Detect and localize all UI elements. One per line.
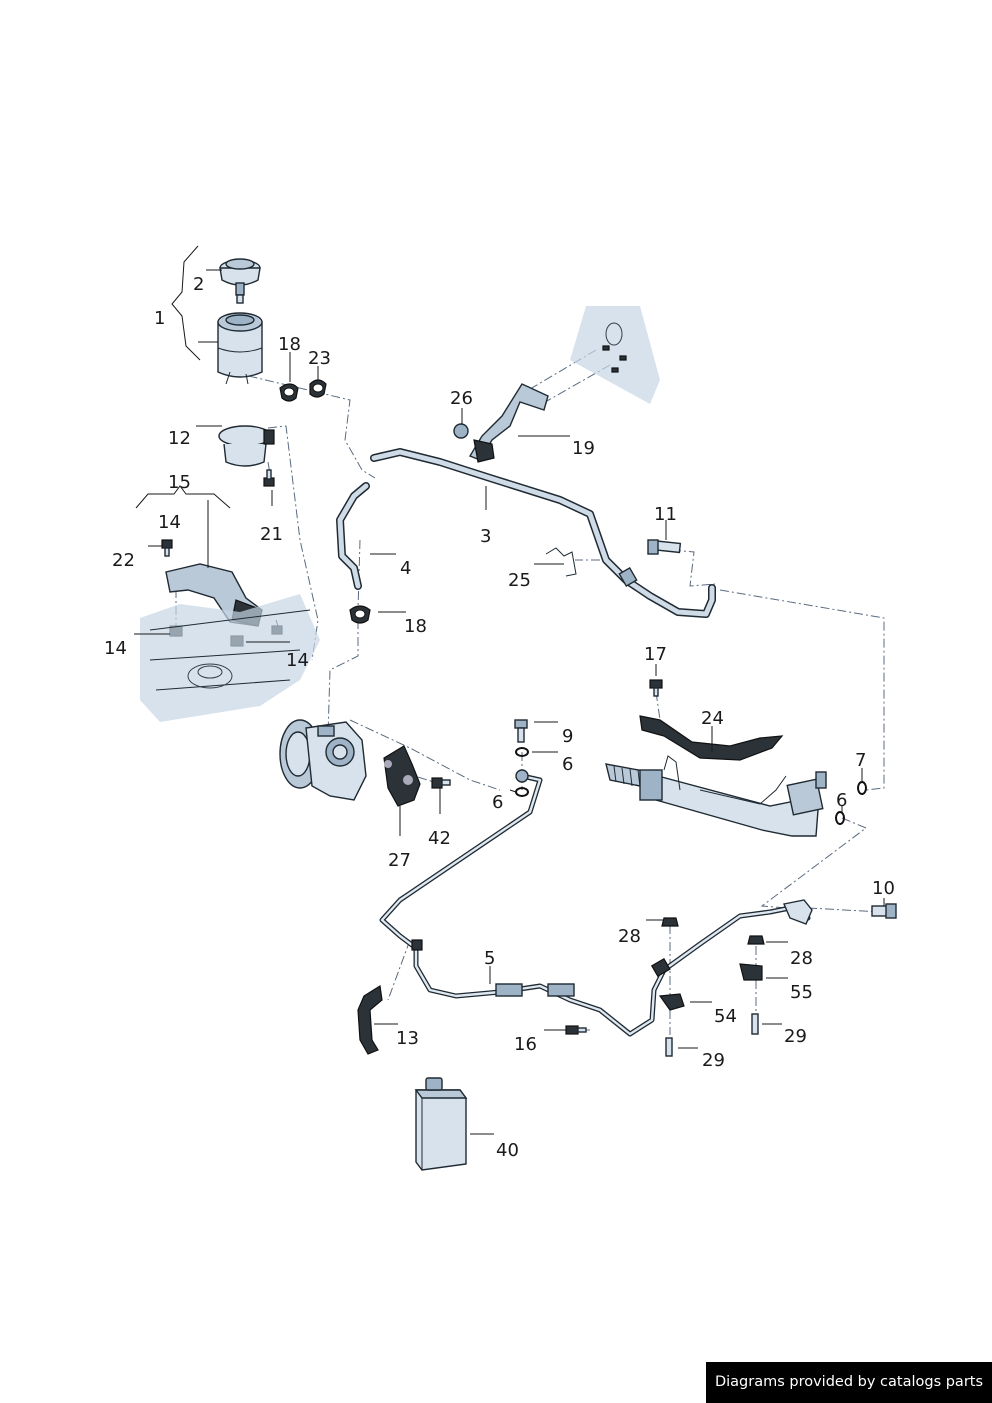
heat-shield-27-part: [383, 745, 421, 807]
credit-text: Diagrams provided by catalogs parts: [714, 1374, 984, 1390]
callout-13: 13: [396, 1028, 419, 1049]
bolt-21-part: [263, 469, 275, 487]
callout-6: 6: [562, 754, 573, 775]
bracket-54-part: [658, 993, 685, 1011]
bolt-17-part: [649, 679, 663, 697]
callout-3: 3: [480, 526, 491, 547]
callout-18: 18: [404, 616, 427, 637]
callout-11: 11: [654, 504, 677, 525]
fluid-container-40-part: [414, 1077, 468, 1171]
reservoir-bracket-part: [218, 425, 275, 467]
hose-clamp-parts: [279, 379, 327, 402]
callout-40: 40: [496, 1140, 519, 1161]
callout-27: 27: [388, 850, 411, 871]
callout-18: 18: [278, 334, 301, 355]
callout-labels: 1 2 18 23 12 15 14 22 21 14 14 26 19 3 4…: [104, 274, 895, 1161]
nut-28-parts: [661, 917, 765, 945]
power-steering-pump-part: [279, 719, 367, 801]
bolt-22-part: [161, 539, 173, 557]
bolt-16-part: [565, 1025, 587, 1035]
callout-14: 14: [158, 512, 181, 533]
callout-2: 2: [193, 274, 204, 295]
steering-rack-part: [605, 755, 827, 837]
return-hose-3-part: [370, 448, 716, 618]
callout-12: 12: [168, 428, 191, 449]
vehicle-body-panel: [140, 594, 320, 722]
callout-5: 5: [484, 948, 495, 969]
callout-7: 7: [855, 750, 866, 771]
callout-6: 6: [836, 790, 847, 811]
callout-21: 21: [260, 524, 283, 545]
reservoir-cap-part: [219, 258, 261, 304]
banjo-bolt-11-part: [647, 539, 682, 555]
pressure-line-5-part: [379, 769, 813, 1037]
assembly-dash-lines: [175, 349, 885, 1035]
callout-4: 4: [400, 558, 411, 579]
line-bracket-13-part: [357, 985, 383, 1055]
callout-23: 23: [308, 348, 331, 369]
callout-14: 14: [104, 638, 127, 659]
diagram-credit-badge: Diagrams provided by catalogs parts: [706, 1362, 992, 1403]
reservoir-part: [217, 312, 263, 385]
callout-55: 55: [790, 982, 813, 1003]
hose-clamp-18-lower-part: [349, 605, 371, 624]
callout-25: 25: [508, 570, 531, 591]
bolt-42-part: [431, 777, 451, 789]
callout-29: 29: [702, 1050, 725, 1071]
callout-16: 16: [514, 1034, 537, 1055]
rack-bracket-24-part: [639, 715, 784, 761]
banjo-bolt-10-part: [871, 903, 897, 919]
callout-15: 15: [168, 472, 191, 493]
callout-24: 24: [701, 708, 724, 729]
suction-hose-4-part: [336, 482, 370, 590]
callout-6: 6: [492, 792, 503, 813]
vehicle-wing-panel: [570, 306, 660, 404]
nut-26-part: [453, 423, 469, 439]
callout-42: 42: [428, 828, 451, 849]
hose-holder-19-part: [468, 383, 549, 463]
callout-29: 29: [784, 1026, 807, 1047]
callout-14: 14: [286, 650, 309, 671]
callout-19: 19: [572, 438, 595, 459]
callout-17: 17: [644, 644, 667, 665]
callout-10: 10: [872, 878, 895, 899]
callout-54: 54: [714, 1006, 737, 1027]
leader-lines: [134, 245, 885, 1135]
callout-1: 1: [154, 308, 165, 329]
callout-28: 28: [618, 926, 641, 947]
callout-9: 9: [562, 726, 573, 747]
bolt-29-parts: [665, 1013, 759, 1057]
callout-26: 26: [450, 388, 473, 409]
banjo-bolt-9-part: [514, 719, 528, 743]
bracket-55-part: [739, 963, 763, 981]
callout-22: 22: [112, 550, 135, 571]
clip-25-part: [545, 547, 577, 577]
callout-28: 28: [790, 948, 813, 969]
